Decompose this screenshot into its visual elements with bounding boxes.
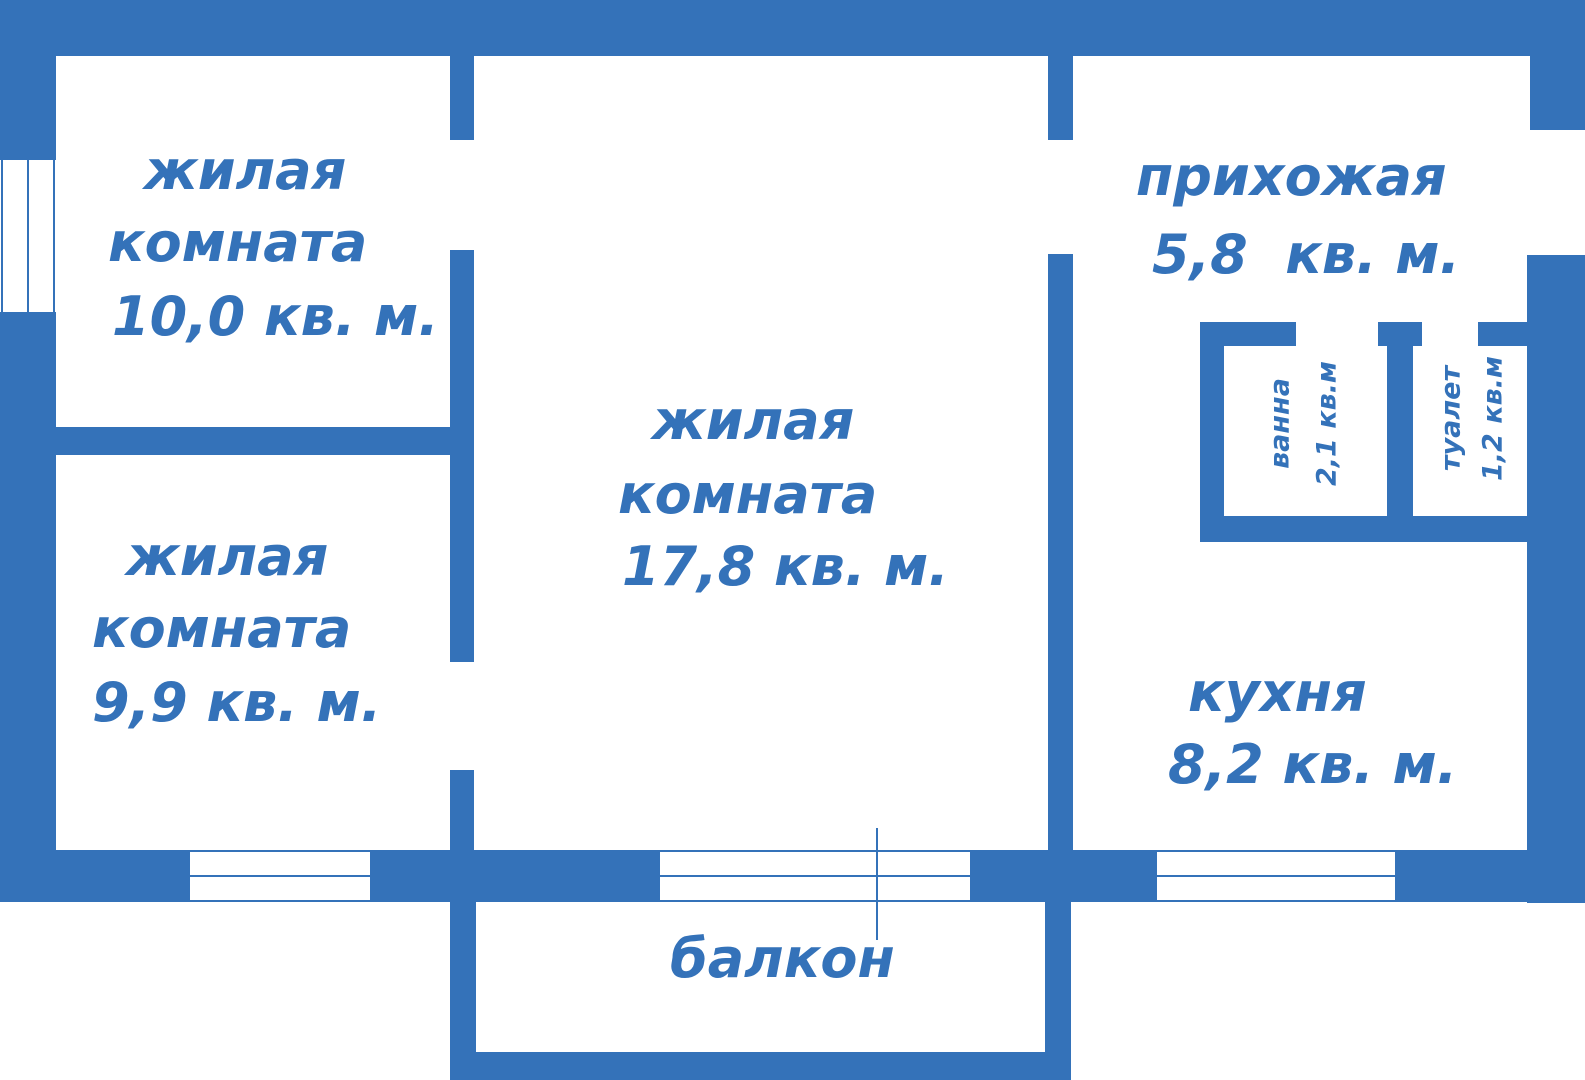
wall-right-top	[1530, 0, 1585, 130]
wall-center-right	[1048, 254, 1073, 902]
room-kitchen-area: 8,2 кв. м.	[1168, 733, 1458, 796]
window-bottom-right	[1157, 850, 1395, 902]
room-balcony-name: балкон	[670, 927, 895, 990]
room-bottom-left-name-1: жилая	[126, 525, 329, 588]
room-toilet-name: туалет	[1435, 365, 1467, 472]
room-hallway-area: 5,8 кв. м.	[1152, 223, 1461, 286]
room-center-area: 17,8 кв. м.	[622, 535, 949, 598]
wall-wc-divider	[1387, 322, 1413, 522]
room-kitchen-name: кухня	[1188, 661, 1367, 724]
wall-balcony-right	[1045, 902, 1071, 1080]
wall-top	[0, 0, 1585, 56]
room-center-name-2: комната	[618, 463, 878, 526]
wall-balcony-bottom	[450, 1052, 1071, 1080]
wall-left-lower	[0, 312, 56, 902]
room-toilet-area: 1,2 кв.м	[1477, 356, 1509, 481]
wall-wc-left	[1200, 322, 1224, 542]
room-bottom-left-name-2: комната	[92, 597, 352, 660]
room-bathroom-name: ванна	[1264, 378, 1296, 469]
room-bathroom-area: 2,1 кв.м	[1311, 361, 1343, 486]
room-bottom-left-area: 9,9 кв. м.	[92, 671, 382, 734]
wall-wc-top-3	[1478, 322, 1530, 346]
wall-wc-bottom	[1200, 516, 1530, 542]
wall-left-rooms-divider	[56, 427, 450, 455]
room-center-name-1: жилая	[652, 389, 855, 452]
wall-right-lower	[1527, 255, 1585, 903]
wall-left-rooms-low	[450, 770, 474, 902]
wall-left-upper	[0, 0, 56, 160]
wall-left-rooms-mid	[450, 250, 474, 662]
room-hallway-name: прихожая	[1136, 145, 1447, 208]
window-left	[0, 160, 56, 312]
window-bottom-center	[660, 850, 970, 902]
wall-balcony-left	[450, 902, 476, 1080]
room-top-left-name-1: жилая	[144, 139, 347, 202]
window-bottom-left	[190, 850, 370, 902]
wall-center-right-top	[1048, 0, 1073, 140]
room-top-left-name-2: комната	[108, 211, 368, 274]
wall-left-rooms-top	[450, 0, 474, 140]
room-top-left-area: 10,0 кв. м.	[112, 285, 439, 348]
